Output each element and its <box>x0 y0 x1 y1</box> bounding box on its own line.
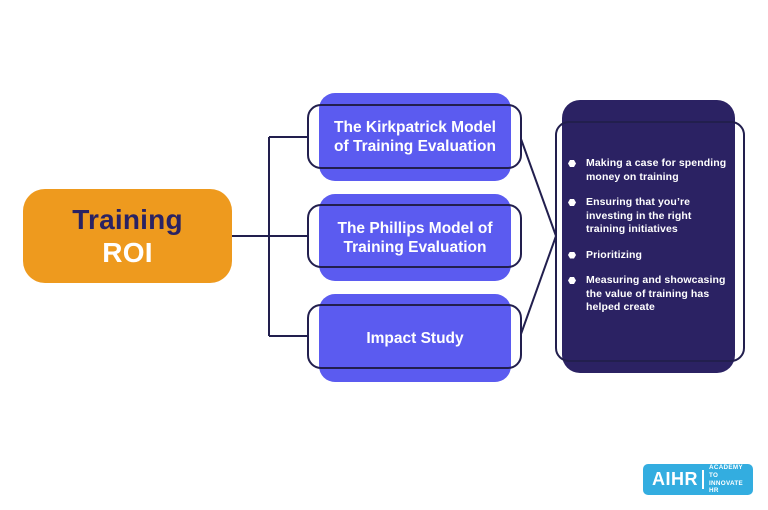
benefit-item-text: Ensuring that you’re investing in the ri… <box>586 196 691 237</box>
model-box-phillips-outline <box>307 204 522 268</box>
training-roi-node: Training ROI <box>23 189 232 283</box>
benefit-item-text: Making a case for spending money on trai… <box>586 157 726 184</box>
benefit-0-line-1: money on training <box>586 170 679 183</box>
aihr-logo-tagline: ACADEMY TO INNOVATE HR <box>709 464 753 494</box>
model-box-impact-study-outline <box>307 304 522 369</box>
benefit-item: Making a case for spending money on trai… <box>568 157 730 184</box>
hex-bullet-icon <box>568 277 576 284</box>
benefit-0-line-0: Making a case for spending <box>586 157 727 169</box>
aihr-logo: AIHR ACADEMY TO INNOVATE HR <box>643 464 753 495</box>
benefit-1-line-0: Ensuring that you’re <box>586 196 691 208</box>
model-box-kirkpatrick-label-line1: The Kirkpatrick Model <box>334 119 496 136</box>
model-box-kirkpatrick-label-line2: of Training Evaluation <box>334 138 496 155</box>
aihr-logo-brand: AIHR <box>652 469 698 489</box>
connector-converge-top <box>520 138 557 237</box>
benefit-item: Prioritizing <box>568 249 730 263</box>
model-box-impact-study-label: Impact Study <box>366 329 464 347</box>
benefit-1-line-2: training initiatives <box>586 223 678 235</box>
benefit-item: Ensuring that you’re investing in the ri… <box>568 196 730 237</box>
benefits-panel <box>562 100 735 373</box>
benefit-item: Measuring and showcasing the value of tr… <box>568 274 730 315</box>
benefits-panel-outline <box>555 121 745 362</box>
benefit-1-line-1: investing in the right <box>586 209 692 222</box>
benefit-item-text: Prioritizing <box>586 249 642 263</box>
benefit-item-text: Measuring and showcasing the value of tr… <box>586 274 726 315</box>
hex-bullet-icon <box>568 251 576 259</box>
benefits-list: Making a case for spending money on trai… <box>568 157 730 315</box>
model-box-kirkpatrick: The Kirkpatrick Model of Training Evalua… <box>319 93 511 181</box>
training-roi-label-line2: ROI <box>102 237 153 268</box>
aihr-tagline-line1: ACADEMY TO <box>709 464 743 479</box>
model-box-phillips-label-line1: The Phillips Model of <box>337 219 493 237</box>
training-roi-label-line1: Training <box>72 204 183 235</box>
benefit-2-line-0: Prioritizing <box>586 248 643 261</box>
benefit-3-line-1: the value of training has <box>586 287 710 300</box>
model-box-phillips-label-line2: Training Evaluation <box>343 238 487 256</box>
aihr-tagline-line2: INNOVATE HR <box>709 479 744 495</box>
benefit-3-line-0: Measuring and showcasing <box>586 274 726 286</box>
hex-bullet-icon <box>568 199 576 206</box>
hex-bullet-icon <box>568 160 576 167</box>
logo-divider <box>702 470 704 489</box>
model-box-kirkpatrick-outline <box>307 104 522 169</box>
benefit-3-line-2: helped create <box>586 301 655 313</box>
connector-converge-bottom <box>520 235 557 335</box>
